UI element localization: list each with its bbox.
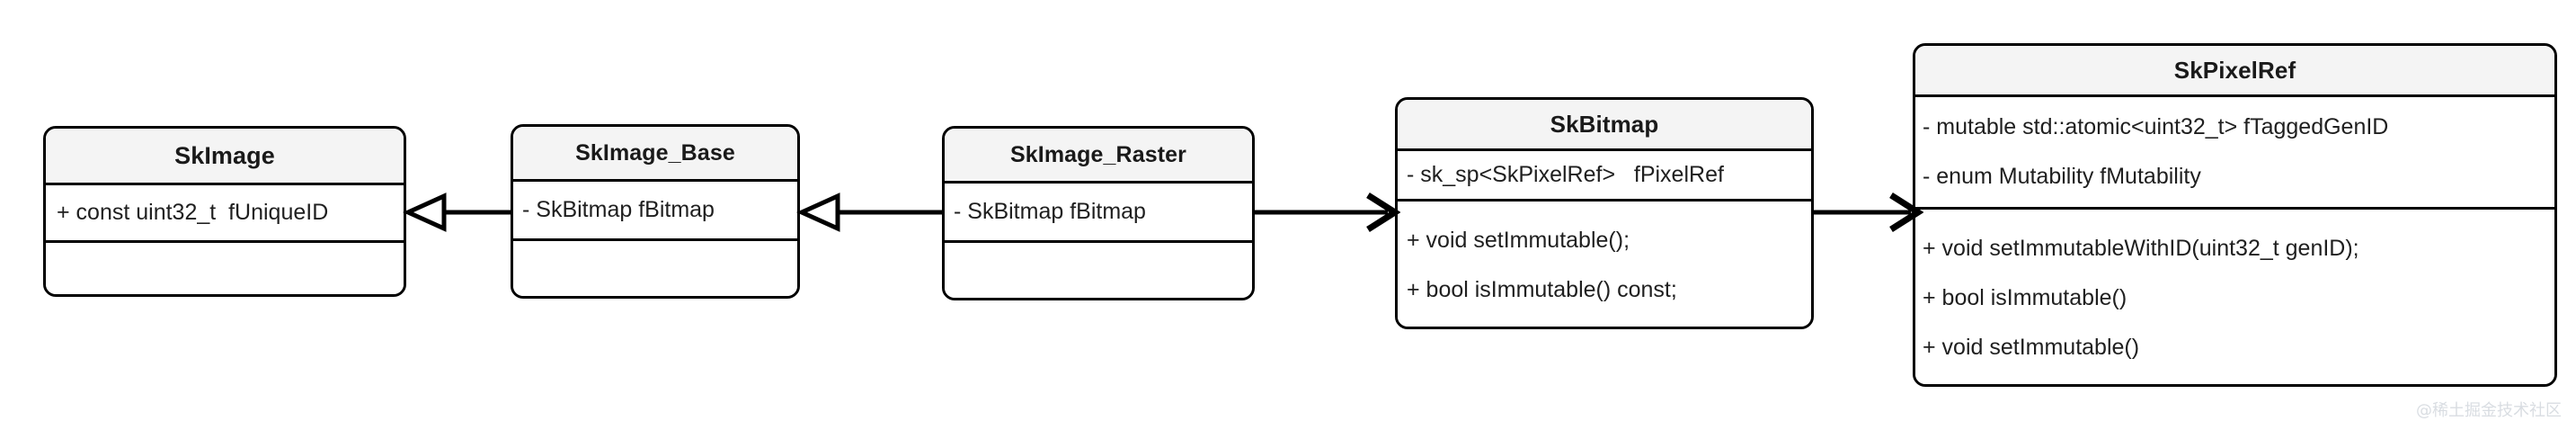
connector-bitmap-to-pixelref [1814, 193, 1923, 232]
class-attribute-row: - enum Mutability fMutability [1923, 164, 2201, 189]
class-box-skimage[interactable]: SkImage + const uint32_t fUniqueID [43, 126, 406, 297]
class-attribute-row: - mutable std::atomic<uint32_t> fTaggedG… [1923, 114, 2389, 140]
class-box-skimage-base[interactable]: SkImage_Base - SkBitmap fBitmap [511, 124, 800, 299]
class-box-skpixelref[interactable]: SkPixelRef - mutable std::atomic<uint32_… [1913, 43, 2557, 387]
class-methods-skimage-raster [945, 243, 1252, 298]
class-attribute-row: - sk_sp<SkPixelRef> fPixelRef [1407, 162, 1724, 188]
class-title-skbitmap: SkBitmap [1398, 100, 1811, 151]
class-box-skbitmap[interactable]: SkBitmap - sk_sp<SkPixelRef> fPixelRef +… [1395, 97, 1814, 329]
connector-raster-to-bitmap [1255, 193, 1400, 232]
class-attributes-skimage-raster: - SkBitmap fBitmap [945, 184, 1252, 243]
class-attributes-skimage-base: - SkBitmap fBitmap [513, 182, 797, 241]
watermark-text: @稀土掘金技术社区 [2416, 401, 2562, 420]
class-method-row: + bool isImmutable() const; [1407, 277, 1677, 302]
class-attribute-row: - SkBitmap fBitmap [954, 199, 1146, 225]
class-attribute-row: + const uint32_t fUniqueID [57, 200, 329, 226]
class-method-row: + void setImmutableWithID(uint32_t genID… [1923, 236, 2359, 262]
class-method-row: + void setImmutable() [1923, 334, 2140, 360]
class-title-skimage-base: SkImage_Base [513, 127, 797, 182]
class-title-skimage: SkImage [46, 129, 404, 185]
class-title-skimage-raster: SkImage_Raster [945, 129, 1252, 184]
class-methods-skimage [46, 243, 404, 294]
class-attributes-skpixelref: - mutable std::atomic<uint32_t> fTaggedG… [1915, 97, 2554, 210]
class-title-skpixelref: SkPixelRef [1915, 46, 2554, 97]
class-method-row: + void setImmutable(); [1407, 228, 1630, 254]
class-methods-skbitmap: + void setImmutable(); + bool isImmutabl… [1398, 202, 1811, 327]
class-methods-skimage-base [513, 241, 797, 296]
class-attributes-skimage: + const uint32_t fUniqueID [46, 185, 404, 243]
class-attributes-skbitmap: - sk_sp<SkPixelRef> fPixelRef [1398, 151, 1811, 202]
class-attribute-row: - SkBitmap fBitmap [522, 197, 715, 223]
class-methods-skpixelref: + void setImmutableWithID(uint32_t genID… [1915, 210, 2554, 384]
connector-base-to-image [403, 193, 512, 232]
class-box-skimage-raster[interactable]: SkImage_Raster - SkBitmap fBitmap [942, 126, 1255, 300]
class-method-row: + bool isImmutable() [1923, 285, 2127, 311]
connector-raster-to-base [796, 193, 944, 232]
